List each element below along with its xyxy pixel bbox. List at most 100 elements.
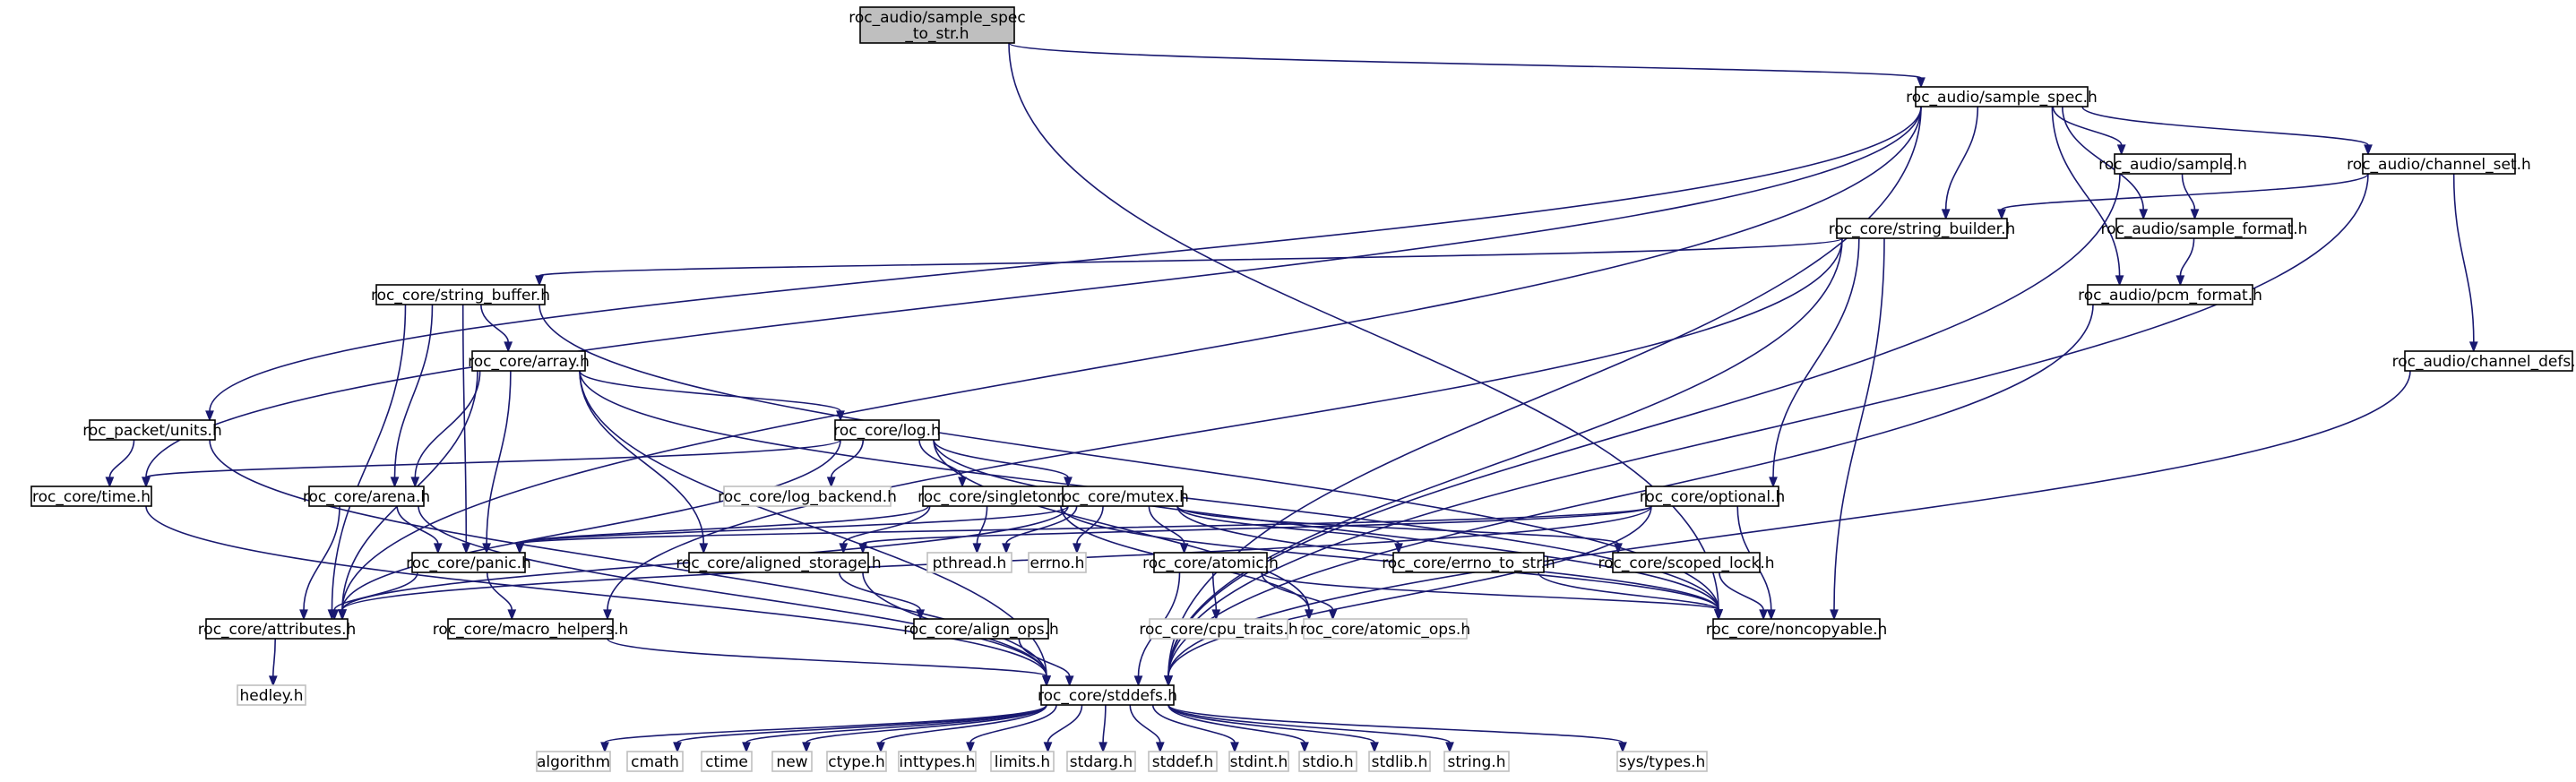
- node-log[interactable]: roc_core/log.h: [833, 419, 941, 441]
- edge-optional-to-panic: [515, 505, 1652, 554]
- edge-optional-to-stddefs: [1164, 505, 1652, 687]
- edge-mutex-to-errno_to_str: [1176, 505, 1403, 554]
- edge-arrowhead: [1766, 609, 1776, 621]
- node-label: roc_core/attributes.h: [198, 621, 357, 639]
- node-errno-to-str[interactable]: roc_core/errno_to_str.h: [1382, 552, 1555, 573]
- node-box: [1392, 552, 1545, 573]
- edge-time-to-stddefs: [145, 505, 1051, 687]
- node-label: _to_str.h: [904, 25, 969, 43]
- edge-line: [1060, 505, 1719, 611]
- node-systypes: sys/types.h: [1616, 751, 1708, 772]
- node-units[interactable]: roc_packet/units.h: [82, 419, 222, 441]
- edge-arrowhead: [2115, 275, 2124, 287]
- node-time[interactable]: roc_core/time.h: [30, 486, 152, 507]
- node-label: roc_core/aligned_storage.h: [676, 554, 881, 572]
- node-box: [411, 552, 526, 573]
- node-box: [1153, 552, 1268, 573]
- node-stddefs[interactable]: roc_core/stddefs.h: [1038, 684, 1177, 706]
- edge-line: [1167, 237, 1843, 677]
- node-label: roc_core/noncopyable.h: [1706, 621, 1888, 639]
- node-box: [2115, 218, 2293, 239]
- node-pcm-format[interactable]: roc_audio/pcm_format.h: [2078, 284, 2262, 305]
- edge-line: [519, 505, 929, 545]
- edges-layer: [105, 42, 2478, 753]
- edge-arrowhead: [1830, 609, 1839, 621]
- edge-line: [414, 370, 481, 478]
- node-arena[interactable]: roc_core/arena.h: [303, 486, 430, 507]
- node-string: string.h: [1443, 751, 1510, 772]
- node-sample-format[interactable]: roc_audio/sample_format.h: [2101, 218, 2308, 239]
- node-macro-helpers[interactable]: roc_core/macro_helpers.h: [433, 618, 629, 640]
- node-box: [926, 552, 1012, 573]
- edge-line: [1151, 704, 1236, 743]
- node-singleton[interactable]: roc_core/singleton.h: [918, 486, 1072, 507]
- edge-line: [145, 505, 1047, 677]
- node-label: string.h: [1448, 753, 1506, 771]
- edge-line: [933, 439, 1719, 611]
- node-aligned-storage[interactable]: roc_core/aligned_storage.h: [676, 552, 882, 573]
- edge-arrowhead: [972, 543, 982, 554]
- node-label: new: [776, 753, 807, 771]
- node-box: [308, 486, 425, 507]
- edge-mutex-to-pthread: [1002, 505, 1078, 554]
- edge-line: [933, 439, 1310, 611]
- node-scoped-lock[interactable]: roc_core/scoped_lock.h: [1598, 552, 1775, 573]
- node-label: stdarg.h: [1070, 753, 1133, 771]
- node-align-ops[interactable]: roc_core/align_ops.h: [903, 618, 1059, 640]
- node-string-buffer[interactable]: roc_core/string_buffer.h: [371, 284, 550, 305]
- node-box: [2404, 350, 2573, 372]
- edge-line: [145, 106, 1922, 478]
- edge-channel_set-to-stddefs: [1164, 173, 2369, 687]
- node-new: new: [771, 751, 813, 772]
- node-channel-defs[interactable]: roc_audio/channel_defs.h: [2392, 350, 2576, 372]
- node-label: roc_packet/units.h: [82, 422, 221, 440]
- edge-array-to-log: [579, 370, 845, 422]
- edge-arrowhead: [2175, 275, 2185, 287]
- edge-arrowhead: [1300, 742, 1309, 753]
- node-noncopyable[interactable]: roc_core/noncopyable.h: [1706, 618, 1888, 640]
- node-atomic[interactable]: roc_core/atomic.h: [1142, 552, 1279, 573]
- node-channel-set[interactable]: roc_audio/channel_set.h: [2347, 153, 2531, 175]
- node-box: [447, 618, 614, 640]
- node-label: roc_core/panic.h: [406, 554, 531, 572]
- node-panic[interactable]: roc_core/panic.h: [406, 552, 531, 573]
- node-sample[interactable]: roc_audio/sample.h: [2098, 153, 2247, 175]
- edge-stddefs-to-inttypes: [966, 704, 1057, 753]
- edge-line: [918, 439, 963, 478]
- edge-channel_set-to-channel_defs: [2452, 173, 2478, 353]
- edge-singleton-to-pthread: [972, 505, 988, 554]
- edge-line: [341, 439, 841, 611]
- edge-sample_spec-to-stddefs: [1164, 106, 1922, 687]
- node-attributes[interactable]: roc_core/attributes.h: [198, 618, 357, 640]
- node-label: roc_core/log.h: [833, 422, 941, 440]
- node-box: [237, 684, 306, 706]
- node-sample-spec[interactable]: roc_audio/sample_spec.h: [1906, 86, 2098, 107]
- node-label: stdlib.h: [1372, 753, 1428, 771]
- node-box: [2114, 153, 2232, 175]
- node-label: ctime: [705, 753, 748, 771]
- node-mutex[interactable]: roc_core/mutex.h: [1056, 486, 1189, 507]
- node-label: roc_audio/channel_set.h: [2347, 156, 2531, 174]
- node-label: roc_audio/sample_format.h: [2101, 220, 2308, 238]
- edge-arrowhead: [461, 543, 471, 554]
- edge-channel_set-to-string_builder: [1997, 173, 2369, 220]
- node-string-builder[interactable]: roc_core/string_builder.h: [1829, 218, 2016, 239]
- edge-stddefs-to-new: [802, 704, 1047, 753]
- edge-attributes-to-hedley: [268, 638, 278, 687]
- edge-line: [1129, 704, 1161, 743]
- edge-arrowhead: [1370, 742, 1379, 753]
- node-label: roc_core/errno_to_str.h: [1382, 554, 1555, 572]
- node-box: [913, 618, 1049, 640]
- edge-arrowhead: [916, 609, 926, 621]
- edge-line: [2179, 237, 2195, 277]
- edge-arrowhead: [858, 543, 867, 554]
- edge-line: [519, 505, 1652, 545]
- node-box: [1368, 751, 1431, 772]
- edge-arrowhead: [1614, 543, 1623, 554]
- node-root[interactable]: roc_audio/sample_spec_to_str.h: [849, 6, 1026, 44]
- node-array[interactable]: roc_core/array.h: [468, 350, 590, 372]
- edge-mutex-to-panic: [515, 505, 1069, 554]
- node-label: pthread.h: [933, 554, 1007, 572]
- node-optional[interactable]: roc_core/optional.h: [1640, 486, 1786, 507]
